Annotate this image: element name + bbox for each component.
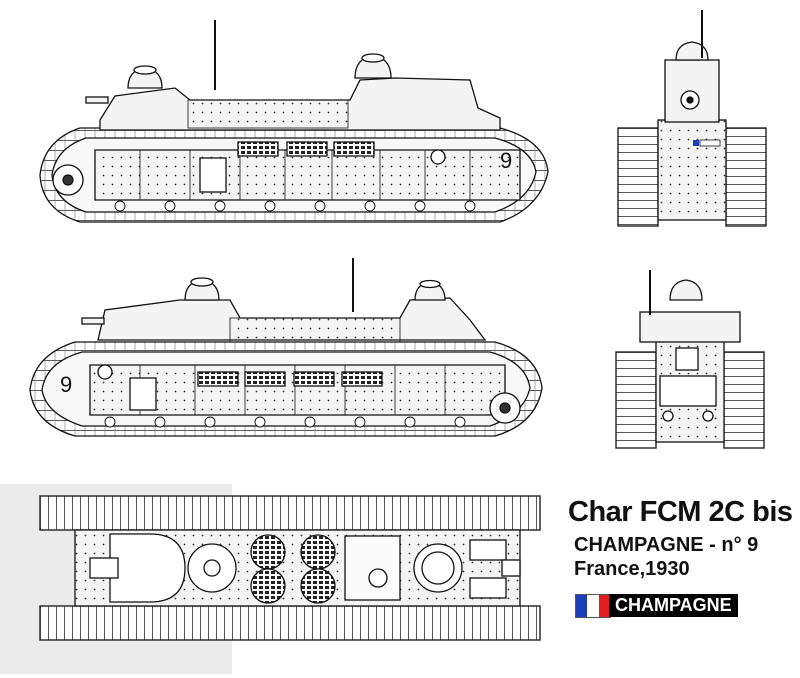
rear-view [615, 270, 765, 449]
front-view [617, 10, 767, 227]
country-year: France,1930 [574, 558, 690, 580]
hull-number-left: 9 [500, 148, 512, 173]
drawing-title: Char FCM 2C bis [568, 496, 793, 528]
name-badge: CHAMPAGNE [609, 594, 738, 617]
hull-number-right: 9 [60, 372, 72, 397]
side-view-right [29, 258, 543, 437]
french-flag-icon [575, 594, 611, 618]
top-view [0, 484, 541, 674]
tank-name-number: CHAMPAGNE - n° 9 [574, 534, 759, 556]
side-view-left [39, 20, 549, 223]
